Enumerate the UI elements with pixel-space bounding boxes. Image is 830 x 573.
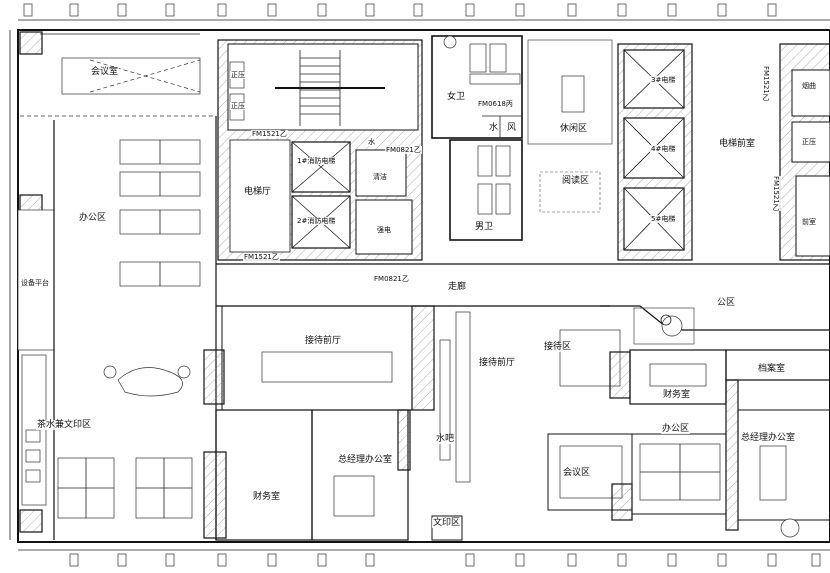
- room-label-finance-room-right: 财务室: [662, 390, 692, 400]
- room-label-lobby-front-room: 前室: [801, 218, 817, 226]
- room-label-positive-pressure-c: 正压: [801, 138, 817, 146]
- open-office-desks: [57, 139, 201, 519]
- room-label-elevator-2: 2#消防电梯: [296, 217, 337, 225]
- room-label-male-wc: 男卫: [474, 222, 495, 232]
- room-label-public-area: 公区: [716, 298, 737, 308]
- room-label-elevator-3: 3#电梯: [650, 76, 677, 84]
- reception: [203, 305, 471, 483]
- room-label-reception-hall-right: 接待前厅: [478, 358, 517, 368]
- room-label-smoke-exhaust: 烟曲: [801, 82, 817, 90]
- room-label-wind-small: 风: [506, 123, 518, 133]
- room-label-finance-room-left: 财务室: [252, 492, 282, 502]
- room-label-water-small: 水: [488, 123, 500, 133]
- lower-left-offices: [203, 409, 463, 541]
- room-label-tea-print-area: 茶水兼文印区: [36, 420, 93, 430]
- room-label-cleaning: 清洁: [372, 173, 388, 181]
- room-label-elevator-lobby: 电梯前室: [718, 139, 757, 149]
- room-label-positive-pressure-b: 正压: [230, 102, 246, 110]
- room-label-elevator-5: 5#电梯: [650, 215, 677, 223]
- room-label-office-area: 办公区: [78, 213, 108, 223]
- lounge-furniture: [103, 365, 191, 397]
- plants: [443, 35, 800, 538]
- room-label-office-area-right: 办公区: [661, 424, 691, 434]
- room-label-gm-office-right: 总经理办公室: [740, 433, 797, 443]
- room-label-strong-electric: 强电: [376, 226, 392, 234]
- room-label-meeting-area: 会议区: [562, 468, 592, 478]
- room-label-water: 水: [367, 138, 376, 146]
- room-label-female-wc: 女卫: [446, 92, 467, 102]
- room-label-reception-hall-left: 接待前厅: [304, 336, 343, 346]
- leisure-zone: [527, 39, 613, 213]
- door-tag-fm0821-b: FM0821乙: [373, 275, 410, 283]
- meeting-room: [20, 33, 215, 117]
- room-label-leisure-area: 休闲区: [559, 124, 589, 134]
- room-label-corridor: 走廊: [447, 282, 468, 292]
- lower-right-zone: [547, 305, 830, 531]
- restrooms: [431, 35, 523, 241]
- room-label-elevator-hall: 电梯厅: [243, 187, 273, 197]
- room-label-print-area: 文印区: [432, 518, 462, 528]
- room-label-meeting-room: 会议室: [90, 67, 120, 77]
- right-shafts: [779, 43, 830, 261]
- door-tag-fm1521-b: FM1521乙: [243, 253, 280, 261]
- door-tag-fm0821-a: FM0821乙: [385, 146, 422, 154]
- room-label-gm-office-left: 总经理办公室: [337, 455, 394, 465]
- door-tag-fm1521-d: FM1521乙: [771, 176, 781, 211]
- room-label-elevator-4: 4#电梯: [650, 145, 677, 153]
- room-label-reading-area: 阅读区: [561, 176, 591, 186]
- room-label-reception-area: 接待区: [543, 342, 573, 352]
- left-service-strip: [17, 120, 55, 540]
- room-label-positive-pressure-a: 正压: [230, 71, 246, 79]
- door-tag-fm1521-a: FM1521乙: [251, 130, 288, 138]
- room-label-elevator-1: 1#消防电梯: [296, 157, 337, 165]
- door-tag-fm1521-c: FM1521乙: [761, 66, 771, 101]
- room-label-equipment-platform: 设备平台: [20, 279, 50, 287]
- room-label-water-bar: 水吧: [435, 434, 456, 444]
- door-tag-fm0618: FM0618丙: [477, 100, 514, 108]
- room-label-archive-room: 档案室: [757, 364, 787, 374]
- structural-columns: [19, 3, 821, 567]
- stair-treads: [275, 50, 385, 126]
